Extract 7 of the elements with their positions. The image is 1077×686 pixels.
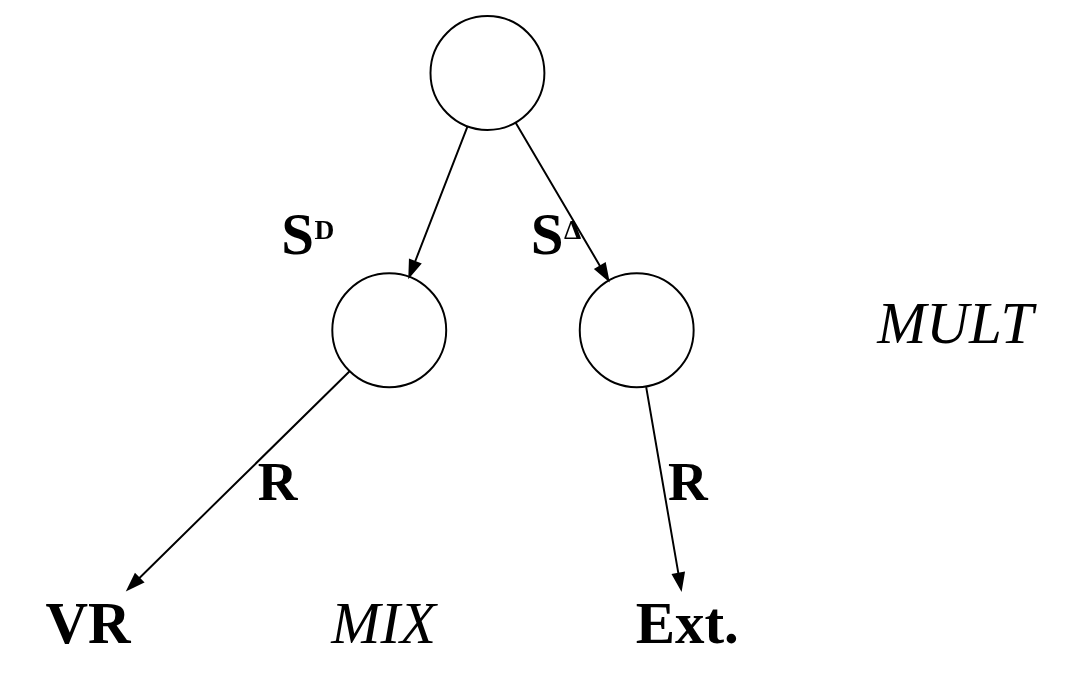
edge-label: R [667,450,708,512]
node-text: Ext. [635,590,739,656]
node-label: S$^{Δ}$ [530,201,581,267]
edge-label: R [257,450,297,512]
node-text: VR [45,590,131,656]
label: MIX [330,590,436,656]
node-label: S$^{D}$ [280,201,334,267]
